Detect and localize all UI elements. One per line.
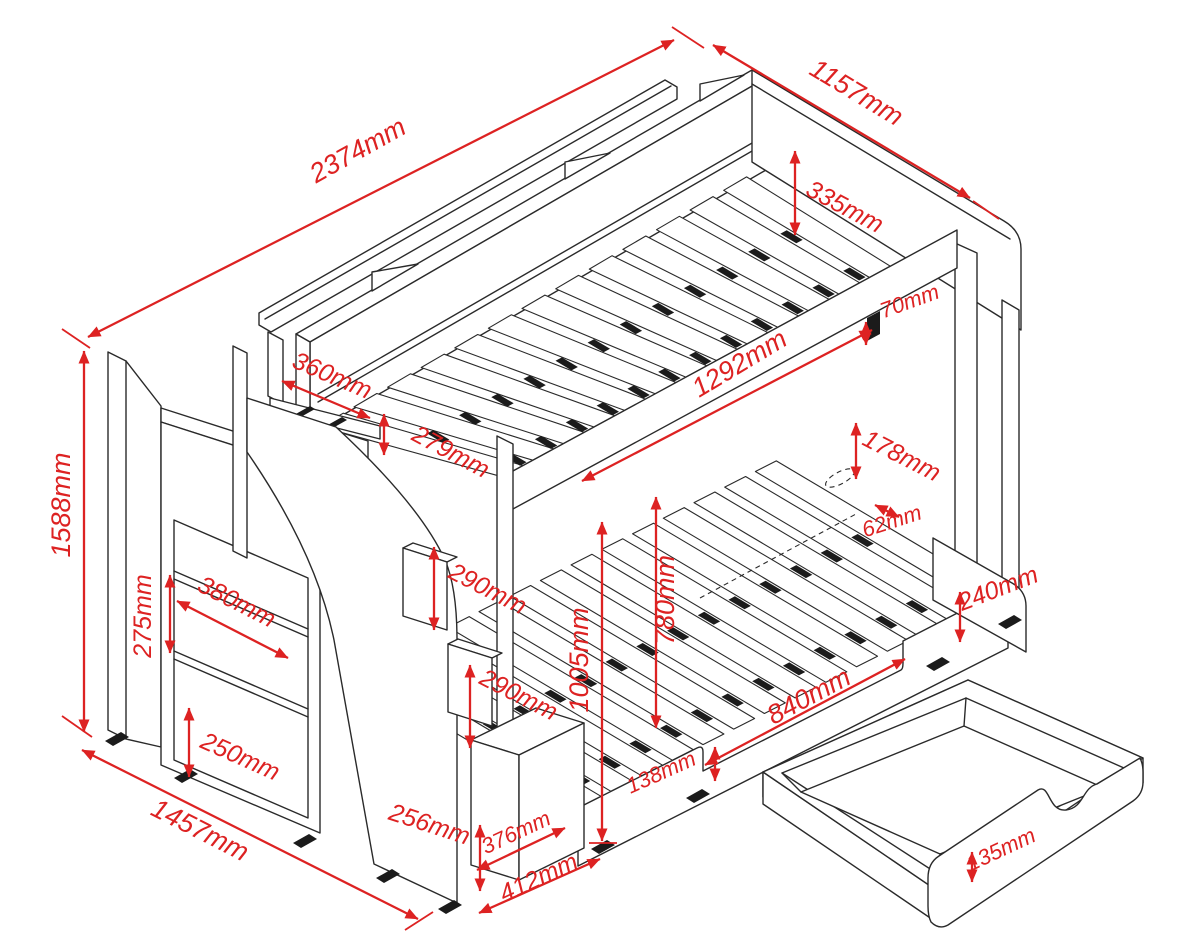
slat-fixing-block — [750, 318, 774, 331]
slat-fixing-block — [491, 393, 514, 407]
slat-fixing-block — [781, 301, 804, 315]
slat-fixing-block — [667, 627, 690, 641]
slat-fixing-block — [780, 230, 803, 244]
dim-label-178: 178mm — [858, 424, 945, 487]
slat-fixing-block — [844, 631, 867, 645]
slat-fixing-block — [812, 284, 835, 298]
slat-fixing-block — [660, 724, 683, 738]
slat-fixing-block — [555, 357, 578, 371]
dim-label-275: 275mm — [129, 574, 157, 658]
drawer-front-board — [927, 757, 1144, 928]
slat-fixing-block — [813, 646, 836, 660]
slat-fixing-block — [523, 375, 546, 389]
slat-fixing-block — [748, 248, 771, 262]
slat-fixing-block — [905, 600, 929, 614]
dim-label-1005: 1005mm — [564, 607, 594, 712]
dim-label-2374: 2374mm — [304, 112, 411, 190]
slat-fixing-block — [534, 435, 558, 449]
slat-fixing-block — [544, 689, 567, 703]
dimension-178: 178mm — [850, 422, 945, 487]
end-panel-far-post — [1001, 299, 1020, 601]
slat-fixing-block — [843, 267, 866, 281]
dim-label-1588: 1588mm — [46, 452, 76, 557]
dimension-1005: 1005mm — [564, 521, 617, 844]
dimension-275: 275mm — [129, 574, 176, 659]
step-3-front — [470, 739, 520, 881]
step-1-front — [402, 547, 448, 631]
slat-fixing-block — [605, 658, 628, 672]
slat-fixing-block — [459, 411, 482, 425]
dim-label-780: 780mm — [650, 555, 680, 645]
slat-fixing-block — [716, 266, 739, 280]
slat-fixing-block — [875, 615, 898, 629]
bed-corner-post — [267, 331, 284, 405]
dimension-780: 780mm — [650, 496, 680, 729]
bed-slat — [632, 522, 879, 668]
storage-drawer — [762, 679, 1144, 928]
slat-fixing-block — [574, 674, 598, 688]
slat-fixing-block — [629, 740, 652, 754]
wardrobe-back-post — [232, 345, 248, 559]
hidden-fitting-detail — [825, 468, 855, 488]
slat-fixing-block — [789, 565, 813, 579]
slat-fixing-block — [851, 534, 874, 547]
slat-fixing-block — [820, 549, 843, 563]
left-side-panel — [107, 351, 162, 748]
slat-fixing-block — [697, 611, 721, 625]
slat-fixing-block — [728, 596, 751, 610]
slat-fixing-block — [427, 430, 450, 443]
hidden-centre-rail — [699, 513, 857, 599]
dimension-1588: 1588mm — [46, 350, 93, 738]
dim-label-1457: 1457mm — [146, 793, 253, 867]
slat-fixing-block — [759, 580, 782, 594]
slat-fixing-block — [683, 284, 707, 298]
